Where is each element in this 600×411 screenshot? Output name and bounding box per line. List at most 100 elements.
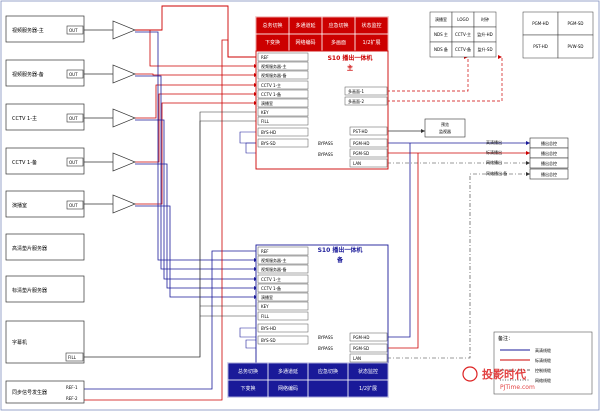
main-input-port (257, 107, 309, 117)
backup-output-port (349, 332, 388, 342)
backup-input-label: CCTV 1-备 (261, 285, 281, 291)
main-input-label: 视频服务器-主 (261, 63, 286, 69)
main-output-label: LAN (353, 161, 361, 166)
backup-feed-wire (135, 31, 258, 261)
source-label: 演播室 (12, 202, 27, 209)
pgm-table-cell (557, 34, 594, 59)
legend-title: 备注： (498, 335, 513, 342)
backup-footer-cell-label: 状态监控 (358, 368, 378, 375)
backup-output-label: LAN (353, 356, 361, 361)
pgm-sd-arrow (526, 151, 530, 155)
playout-control-label: 播出总控 (541, 150, 557, 156)
watermark: 投影时代 PJTime.com (462, 366, 535, 391)
source-port-label: OUT (69, 203, 78, 208)
source-box (5, 147, 85, 175)
backup-input-port (257, 311, 309, 321)
right-output-label: 网络播出 (486, 159, 502, 165)
backup-input-port (257, 274, 309, 284)
watermark-url: PJTime.com (500, 384, 535, 391)
main-output-label: PGM-SD (353, 151, 369, 156)
backup-output-label: PGM-SD (353, 346, 369, 351)
main-input-label: 视频服务器-备 (261, 72, 286, 78)
legend: 备注： 高清线缆 标清线缆 控制线缆 网络线缆 (493, 331, 593, 395)
monitor-wall-cell-label: NDS 主 (434, 31, 448, 37)
backup-input-port (257, 255, 309, 265)
main-input-port (257, 98, 309, 108)
sync-ref1-label: REF-1 (66, 385, 78, 390)
backup-feed-wire (135, 205, 258, 298)
source-label: 视频服务器-备 (12, 71, 44, 78)
main-unit-subtitle: 主 (347, 64, 353, 72)
backup-footer-cell-label: 应急切换 (318, 368, 338, 375)
source-port-label: OUT (69, 116, 78, 121)
main-input-label: REF (261, 55, 269, 60)
pgm-table-cell-label: PGM-HD (532, 21, 549, 26)
amplifier-icon (112, 152, 136, 172)
source-port-label: OUT (69, 72, 78, 77)
main-bypass-label: BYPASS (318, 152, 333, 157)
watermark-text: 投影时代 (482, 367, 526, 381)
backup-input-port (257, 301, 309, 311)
main-input-port (257, 70, 309, 80)
main-header-cell-label: 应急切换 (328, 22, 348, 29)
source-label: 标清垫片服务器 (12, 287, 47, 294)
backup-input-label: 视频服务器-主 (261, 257, 286, 263)
main-input-port (257, 80, 309, 90)
backup-input-label: 视频服务器-备 (261, 266, 286, 272)
legend-item-network: 网络线缆 (535, 377, 551, 383)
backup-input-label: CCTV 1-主 (261, 276, 281, 282)
monitor-wall-cell-label: CCTV-备 (455, 46, 471, 52)
main-output-port (349, 148, 388, 158)
main-input-label: CCTV 1-主 (261, 82, 281, 88)
boxes-layer (5, 11, 594, 404)
backup-input-port (257, 264, 309, 274)
main-input-port (257, 89, 309, 99)
main-output-label: PGM-HD (353, 141, 370, 146)
preview-monitor-box (424, 118, 466, 138)
backup-unit-title: S10 播出一体机 (318, 246, 363, 254)
main-bypass-label: BYPASS (318, 141, 333, 146)
right-output-label: 网络播出 备 (486, 170, 507, 176)
monitor-wall-cell-label: CCTV-主 (455, 31, 471, 37)
main-output-port (349, 126, 388, 136)
source-label: CCTV 1-备 (12, 159, 37, 166)
pgm-hd-arrow (526, 141, 530, 145)
backup-input-port (257, 335, 309, 345)
backup-footer-cell (347, 379, 389, 398)
backup-input-label: FILL (261, 314, 270, 319)
main-feed-wire (135, 84, 258, 119)
wires-layer (84, 5, 530, 401)
backup-input-label: REF (261, 249, 269, 254)
right-output-label: 标清播出 (486, 149, 502, 155)
source-port (66, 25, 84, 35)
key-wire-main (84, 111, 258, 358)
main-unit-title: S10 播出一体机 (328, 54, 373, 62)
main-feed-wire (135, 102, 258, 205)
monitor-wall-cell-label: LOGO (457, 17, 468, 22)
pst-arrow (421, 129, 425, 133)
backup-bypass-label: BYPASS (318, 346, 333, 351)
multiview1-wire (387, 57, 469, 92)
right-output-label: 高清播出 (486, 139, 502, 145)
backup-footer-cell-label: 1/2扩展 (359, 385, 377, 392)
monitor-wall-cell-label: 监升-SD (477, 46, 492, 52)
monitor-wall-cell-label: 演播室 (435, 16, 447, 22)
ref-wire-main-2 (84, 39, 229, 401)
source-label: 高清垫片服务器 (12, 245, 47, 252)
watermark-logo-icon (462, 366, 478, 382)
amplifier-icon (112, 20, 136, 40)
sync-generator-label: 同步信号发生器 (12, 389, 47, 396)
main-header-cell-label: 多通道延 (295, 22, 315, 29)
main-multiview-label: 多画面-2 (348, 98, 364, 104)
legend-item-control: 控制线缆 (535, 367, 551, 373)
multiview2-wire (387, 57, 503, 102)
playout-control-box (529, 168, 569, 180)
amplifier-icon (112, 194, 136, 214)
main-multiview-port (344, 96, 388, 106)
amplifier-icon (112, 64, 136, 84)
main-input-port (257, 61, 309, 71)
main-input-port (257, 116, 309, 126)
source-box (5, 233, 85, 261)
backup-lan-wire (387, 173, 530, 359)
